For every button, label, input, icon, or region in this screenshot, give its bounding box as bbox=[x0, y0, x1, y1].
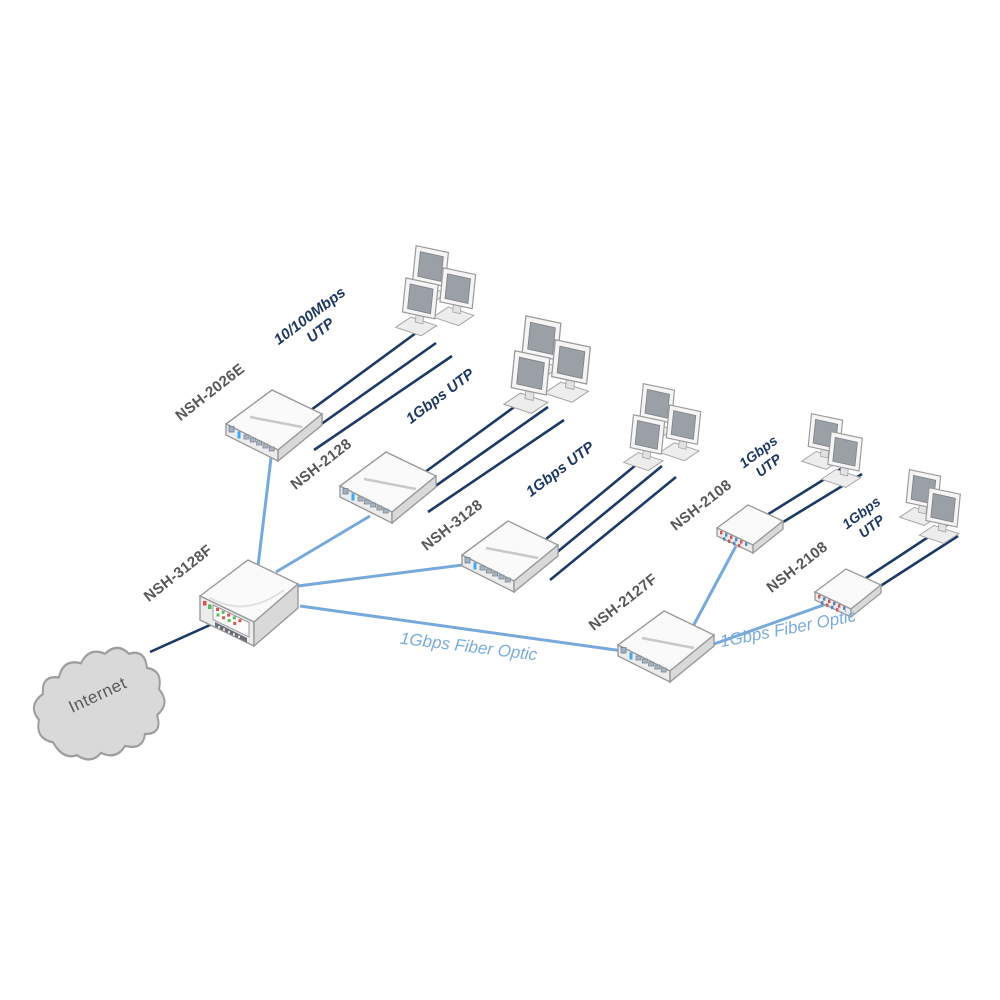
switch-icon-nsh-2128 bbox=[338, 450, 438, 525]
link-lines bbox=[149, 328, 959, 654]
link-utp-2026e-pc1 bbox=[291, 328, 421, 426]
label-utp-1g-2108-b: 1Gbps UTP bbox=[839, 493, 888, 541]
link-utp-2026e-pc2 bbox=[302, 341, 437, 439]
pc-cluster-2108-b bbox=[900, 470, 961, 544]
link-utp-2128-pc1 bbox=[405, 392, 533, 488]
link-utp-3128-pc2 bbox=[538, 464, 663, 569]
link-utp-2128-pc3 bbox=[427, 418, 565, 514]
switch-icon-nsh-3128f bbox=[199, 559, 299, 647]
link-fiber-core-2026e bbox=[256, 457, 273, 567]
label-fiber-2127f-2108b: 1Gbps Fiber Optic bbox=[718, 606, 858, 651]
label-utp-1g-2128: 1Gbps UTP bbox=[403, 365, 479, 428]
label-utp-1g-2108-a: 1Gbps UTP bbox=[736, 432, 785, 480]
link-utp-2128-pc2 bbox=[416, 405, 549, 501]
label-fiber-core-2127f: 1Gbps Fiber Optic bbox=[399, 629, 539, 665]
switch-icon-nsh-2026e bbox=[224, 388, 324, 463]
pc-cluster-2026e bbox=[396, 246, 476, 336]
link-fiber-core-2127f bbox=[299, 604, 631, 654]
label-nsh-2026e: NSH-2026E bbox=[172, 360, 248, 424]
pc-cluster-2108-a bbox=[802, 414, 863, 488]
link-utp-3128-pc1 bbox=[527, 453, 649, 556]
switch-icon-nsh-3128 bbox=[460, 519, 560, 594]
link-fiber-core-3128 bbox=[297, 561, 479, 588]
link-fiber-2127f-2108a bbox=[688, 545, 738, 633]
link-utp-3128-pc3 bbox=[549, 475, 677, 582]
pc-cluster-3128 bbox=[624, 384, 701, 471]
link-utp-2108b-pc2 bbox=[867, 534, 959, 596]
devices bbox=[32, 246, 961, 761]
internet-cloud-icon bbox=[32, 646, 166, 761]
labels: Internet NSH-3128F NSH-2026E NSH-2128 NS… bbox=[66, 284, 888, 717]
link-fiber-core-2128 bbox=[275, 514, 371, 574]
link-fiber-2127f-2108b bbox=[713, 600, 833, 646]
link-utp-2026e-pc3 bbox=[313, 354, 453, 452]
pc-cluster-2128 bbox=[504, 316, 590, 414]
label-utp-10-100: 10/100Mbps UTP bbox=[271, 284, 349, 349]
label-utp-1g-3128: 1Gbps UTP bbox=[523, 438, 599, 501]
switch-icon-nsh-2127f bbox=[616, 609, 716, 684]
